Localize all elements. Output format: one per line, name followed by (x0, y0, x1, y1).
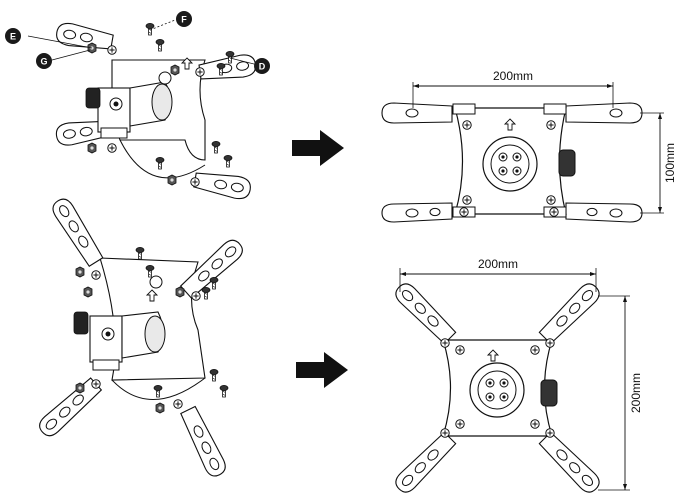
callout-e-label: E (10, 32, 16, 42)
bottom-right-arm-lower-left (391, 430, 458, 497)
top-right-knob-icon (558, 149, 576, 177)
top-left-arm-upper-right (197, 52, 258, 84)
bottom-right-arm-lower-right (537, 430, 604, 497)
bottom-right-assembled-200mm: 200mm 200mm (391, 257, 643, 497)
callout-d: D (254, 58, 270, 74)
bottom-left-exploded-assembly (35, 195, 247, 480)
callout-f-label: F (181, 15, 187, 25)
top-left-arm-upper-left (54, 20, 115, 54)
bottom-right-arm-upper-left (391, 279, 458, 346)
bottom-width-dimension: 200mm (478, 257, 518, 271)
top-right-arrow-icon (292, 130, 344, 166)
callout-g-label: G (40, 57, 47, 67)
top-right-assembled-100mm: 200mm 100mm (381, 69, 677, 223)
bottom-left-arm-upper-left (48, 195, 106, 268)
bottom-height-dimension: 200mm (629, 373, 643, 413)
top-left-tilt-bracket (85, 81, 173, 139)
top-left-exploded-assembly (27, 19, 259, 202)
top-height-dimension: 100mm (663, 143, 677, 183)
bottom-right-arrow-icon (296, 352, 348, 388)
callout-d-label: D (259, 62, 266, 72)
callout-e: E (5, 28, 21, 44)
bottom-right-arm-upper-right (537, 279, 604, 346)
bottom-left-arm-lower-right (178, 405, 230, 480)
bottom-left-tilt-bracket (73, 311, 166, 371)
top-left-arm-lower-right (192, 168, 253, 202)
bottom-left-knob-icon (73, 311, 89, 335)
bottom-right-knob-icon (540, 379, 558, 407)
callout-f: F (176, 11, 192, 27)
callout-g: G (36, 53, 52, 69)
top-width-dimension: 200mm (493, 69, 533, 83)
adjustment-knob-icon (85, 87, 101, 109)
